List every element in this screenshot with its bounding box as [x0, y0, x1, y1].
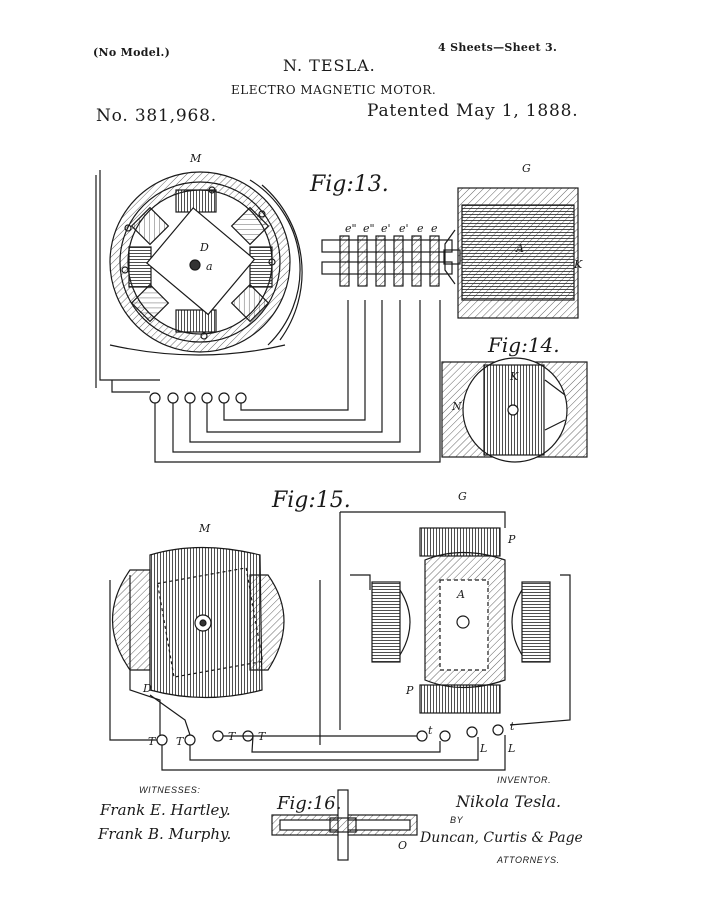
label-t-small-1: t — [428, 724, 433, 737]
label-l-1: L — [479, 742, 487, 755]
label-g-fig13: G — [522, 162, 531, 175]
inventor-name: N. TESLA. — [283, 56, 376, 75]
fig14-cross-section — [441, 357, 588, 463]
label-e-5: e — [417, 222, 424, 235]
label-d-fig13: D — [199, 241, 209, 254]
fig13-generator — [443, 187, 579, 319]
witness-signature-2: Frank B. Murphy. — [98, 825, 232, 843]
label-a-fig13: a — [206, 260, 213, 273]
fig16-label: Fig:16. — [276, 793, 341, 814]
label-t-1: T — [148, 735, 157, 748]
model-note: (No Model.) — [93, 46, 171, 59]
fig16-section — [271, 789, 418, 861]
label-t-2: T — [176, 735, 185, 748]
label-t-4: T — [258, 730, 267, 743]
label-m-fig13: M — [189, 152, 202, 165]
fig15-motor — [109, 546, 285, 746]
inventor-signature: Nikola Tesla. — [456, 792, 562, 811]
label-p-top: P — [507, 533, 516, 546]
invention-title: ELECTRO MAGNETIC MOTOR. — [231, 83, 437, 97]
label-a-fig15: A — [456, 588, 465, 601]
fig13-motor — [95, 170, 303, 404]
label-k-fig14: K — [509, 370, 519, 383]
label-g-fig15: G — [458, 490, 467, 503]
witness-signature-1: Frank E. Hartley. — [100, 801, 231, 819]
label-k-fig13: K — [573, 258, 583, 271]
label-o-fig16: O — [398, 839, 407, 852]
label-a-generator: A — [515, 242, 524, 255]
label-e-1: e" — [345, 222, 357, 235]
fig13-label: Fig:13. — [309, 172, 389, 197]
label-e-2: e" — [363, 222, 375, 235]
label-m-fig15: M — [198, 522, 211, 535]
fig15-line-wires — [161, 735, 506, 771]
label-e-3: e' — [381, 222, 391, 235]
label-t-3: T — [228, 730, 237, 743]
sheet-info: 4 Sheets—Sheet 3. — [438, 41, 558, 54]
label-e-6: e — [431, 222, 438, 235]
fig13-commutator — [321, 235, 453, 287]
patent-date: Patented May 1, 1888. — [367, 101, 579, 121]
label-n-fig14: N — [451, 400, 462, 413]
label-p-bottom: P — [405, 684, 414, 697]
attorneys-label: ATTORNEYS. — [497, 855, 560, 865]
fig14-label: Fig:14. — [487, 333, 560, 357]
attorneys-signature: Duncan, Curtis & Page — [420, 830, 583, 846]
label-l-2: L — [507, 742, 515, 755]
label-t-small-2: t — [510, 720, 515, 733]
label-d-fig15: D — [142, 682, 152, 695]
patent-number: No. 381,968. — [96, 106, 217, 126]
fig15-generator — [319, 511, 571, 745]
witnesses-label: WITNESSES: — [139, 785, 201, 795]
label-e-4: e' — [399, 222, 409, 235]
fig15-label: Fig:15. — [271, 488, 351, 513]
by-label: BY — [450, 815, 464, 825]
inventor-label: INVENTOR. — [497, 775, 552, 785]
fig13-wiring — [111, 300, 441, 463]
